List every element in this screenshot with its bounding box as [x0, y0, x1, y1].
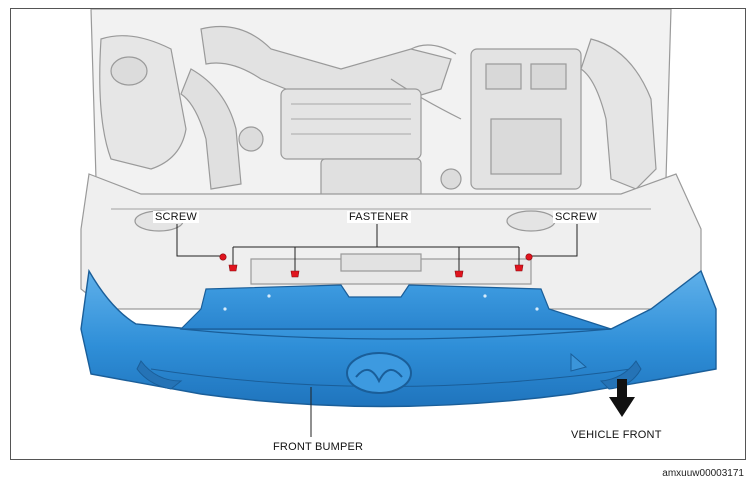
screw-marker-right [525, 253, 533, 261]
leader-lines [176, 224, 578, 437]
fastener-marker-2 [290, 270, 300, 278]
screw-label-left: SCREW [153, 211, 199, 223]
front-bumper-label: FRONT BUMPER [273, 441, 364, 453]
diagram-frame: SCREW FASTENER SCREW FRONT BUMPER VEHICL… [10, 8, 746, 460]
vehicle-front-label: VEHICLE FRONT [571, 429, 662, 441]
fastener-marker-1 [228, 264, 238, 272]
engine-bay [90, 9, 672, 210]
radiator-support [80, 173, 702, 310]
vehicle-front-arrow-icon [609, 379, 635, 417]
engine-bay-illustration [80, 9, 717, 437]
screw-label-right: SCREW [553, 211, 599, 223]
figure-code: amxuuw00003171 [662, 468, 744, 479]
front-bumper [80, 268, 717, 408]
fastener-marker-3 [454, 270, 464, 278]
fastener-label: FASTENER [347, 211, 411, 223]
fastener-marker-4 [514, 264, 524, 272]
fastener-markers [219, 253, 533, 278]
screw-marker-left [219, 253, 227, 261]
